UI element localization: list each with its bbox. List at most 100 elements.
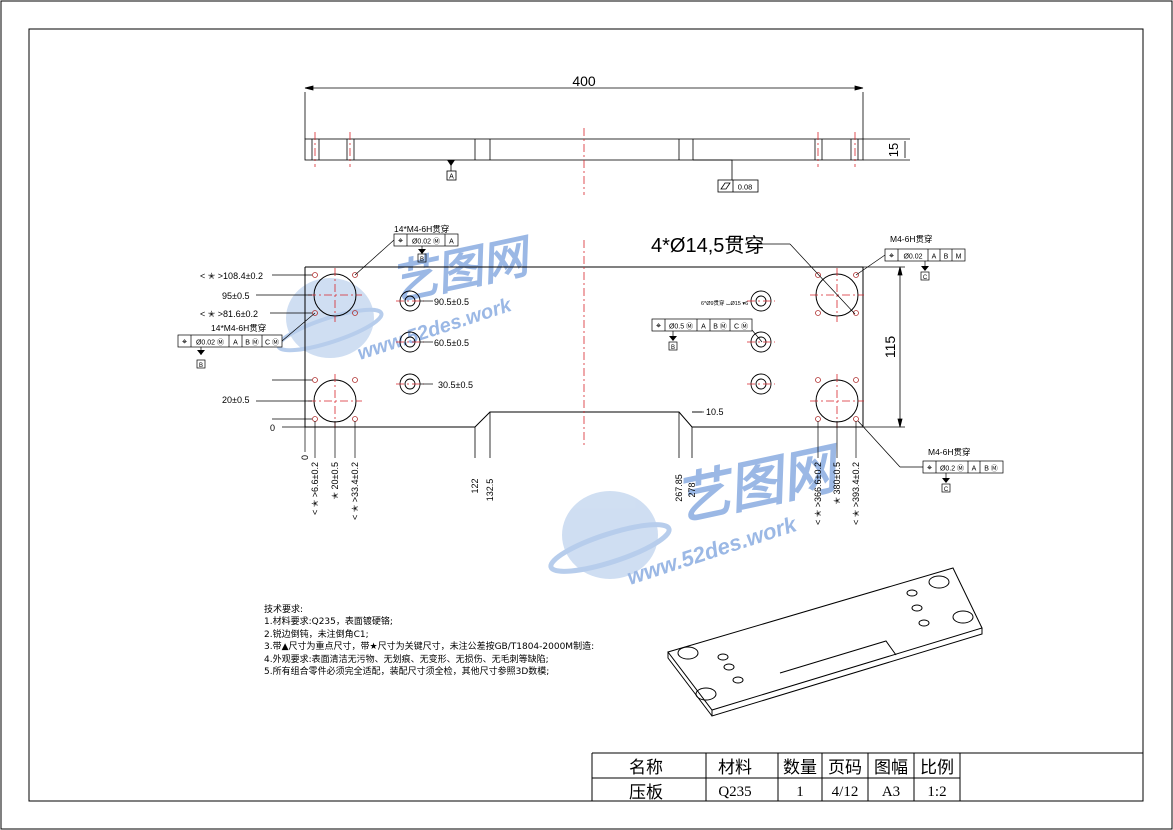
side-view [304, 85, 910, 180]
hole-y-leaders [420, 300, 433, 385]
fcf-mid: ⌖ Ø0.5 Ⓜ A B Ⓜ C Ⓜ B [651, 318, 763, 351]
counterbore-note: 6*Ø9贯穿 ⌴Ø15 ▾6 [701, 299, 748, 307]
notes-title: 技术要求: [264, 605, 304, 615]
fcf-tol: Ø0.02 Ⓜ [196, 339, 224, 347]
ord-0-y: 0 [270, 423, 275, 433]
ord-278: 278 [687, 482, 697, 497]
position-icon: ⌖ [889, 251, 894, 261]
height-115: 115 [882, 336, 898, 359]
plan-centerlines [308, 240, 864, 445]
datum-a-triangle [447, 160, 455, 166]
height-dim [863, 266, 905, 428]
note-item: 2.锐边倒钝，未注倒角C1; [264, 629, 369, 640]
fcf-top-left: ⌖ Ø0.02 Ⓜ A B [354, 233, 459, 276]
fcf-datum: A [233, 340, 238, 347]
fcf-datum: M [956, 254, 962, 261]
tb-value-name: 压板 [629, 783, 663, 802]
tapped-holes [312, 272, 859, 422]
datum-b-label: B [671, 345, 675, 351]
plan-view-hidden [474, 411, 702, 458]
left-ordinate-lines [256, 274, 312, 428]
big-hole-leader [745, 243, 856, 315]
overall-length-dim: 400 [572, 73, 596, 89]
tb-header-scale: 比例 [920, 758, 954, 777]
ord-108-4: < ✭ >108.4±0.2 [200, 271, 263, 281]
datum-c-label: C [944, 487, 949, 493]
ord-33-4: < ✭ >33.4±0.2 [350, 462, 360, 520]
big-hole-callout: 4*Ø14,5贯穿 [651, 234, 764, 257]
flatness-value: 0.08 [738, 183, 753, 192]
fcf-datum: B Ⓜ [984, 465, 998, 473]
note-item: 1.材料要求:Q235，表面镀硬铬; [264, 617, 393, 628]
fcf-datum: C Ⓜ [265, 339, 279, 347]
tap-callout-left: 14*M4-6H贯穿 [211, 323, 266, 333]
tap-callout-bottom-right: M4-6H贯穿 [928, 447, 971, 457]
technical-notes: 技术要求: 1.材料要求:Q235，表面镀硬铬; 2.锐边倒钝，未注倒角C1; … [264, 604, 594, 678]
tb-value-scale: 1:2 [927, 784, 946, 800]
fcf-datum: B Ⓜ [713, 323, 727, 331]
fcf-datum: A [701, 324, 706, 331]
note-item: 5.所有组合零件必须完全适配，装配尺寸须全检，其他尺寸参照3D数模; [264, 667, 550, 678]
ord-95: 95±0.5 [222, 291, 249, 301]
ord-6-6: < ✭ >6.6±0.2 [310, 462, 320, 515]
ord-366-6: < ✭ >366.6±0.2 [813, 462, 823, 525]
tb-value-format: A3 [882, 784, 900, 800]
fcf-tol: Ø0.5 Ⓜ [669, 323, 693, 331]
ord-132-5: 132.5 [485, 479, 495, 502]
fcf-tol: Ø0.02 Ⓜ [412, 238, 440, 246]
datum-b-label: B [420, 257, 424, 263]
flatness-fcf: 0.08 [717, 179, 759, 193]
step-10-5: 10.5 [706, 407, 724, 417]
ord-267-85: 267.85 [674, 474, 684, 502]
flatness-icon [720, 182, 731, 190]
hole-y-90-5: 90.5±0.5 [434, 297, 469, 307]
position-icon: ⌖ [182, 337, 187, 347]
hole-y-30-5: 30.5±0.5 [438, 380, 473, 390]
tb-value-material: Q235 [718, 784, 751, 800]
position-icon: ⌖ [927, 463, 932, 473]
fcf-tol: Ø0.02 [903, 254, 922, 261]
position-icon: ⌖ [656, 321, 661, 331]
fcf-datum: B [944, 254, 949, 261]
ord-122: 122 [470, 478, 480, 493]
fcf-datum: A [449, 239, 454, 246]
thickness-dim: 15 [886, 143, 901, 157]
bottom-ordinate-lines [304, 421, 857, 458]
fcf-datum: A [972, 466, 977, 473]
fcf-datum: A [932, 254, 937, 261]
tb-header-page: 页码 [828, 758, 862, 777]
tb-header-format: 图幅 [874, 758, 908, 777]
tap-callout-top-left: 14*M4-6H贯穿 [394, 224, 449, 234]
fcf-datum: B Ⓜ [245, 339, 259, 347]
fcf-tol: Ø0.2 Ⓜ [940, 465, 964, 473]
datum-b-label: B [199, 363, 203, 369]
ord-20-x: ✭ 20±0.5 [330, 462, 340, 500]
fcf-left: ⌖ Ø0.02 Ⓜ A B Ⓜ C Ⓜ B [177, 312, 316, 369]
watermark-2: 艺图网 www.52des.work [548, 438, 849, 590]
tb-value-page: 4/12 [832, 784, 859, 800]
tap-callout-top-right: M4-6H贯穿 [890, 234, 933, 244]
datum-a-box [446, 170, 457, 181]
ord-380: ✭ 380±0.5 [832, 462, 842, 505]
ord-393-4: < ✭ >393.4±0.2 [851, 462, 861, 525]
ord-20: 20±0.5 [222, 395, 249, 405]
fcf-bottom-right: ⌖ Ø0.2 Ⓜ A B Ⓜ C [857, 420, 1004, 493]
tb-header-material: 材料 [718, 758, 752, 777]
ord-81-6: < ✭ >81.6±0.2 [200, 309, 258, 319]
hole-y-60-5: 60.5±0.5 [434, 338, 469, 348]
inner-border [28, 28, 1144, 802]
isometric-view [667, 567, 983, 717]
position-icon: ⌖ [398, 236, 403, 246]
fcf-top-right: ⌖ Ø0.02 A B M C [855, 248, 966, 281]
ord-0-x: 0 [300, 455, 310, 460]
fcf-datum: C Ⓜ [734, 323, 748, 331]
tb-header-qty: 数量 [783, 758, 817, 777]
note-item: 4.外观要求:表面清洁无污物、无划痕、无变形、无损伤、无毛刺等缺陷; [264, 654, 549, 665]
side-view-centerlines [314, 128, 856, 195]
datum-a-letter: A [449, 174, 454, 181]
tb-header-name: 名称 [629, 758, 663, 777]
datum-c-label: C [923, 275, 928, 281]
title-block [591, 752, 1143, 801]
